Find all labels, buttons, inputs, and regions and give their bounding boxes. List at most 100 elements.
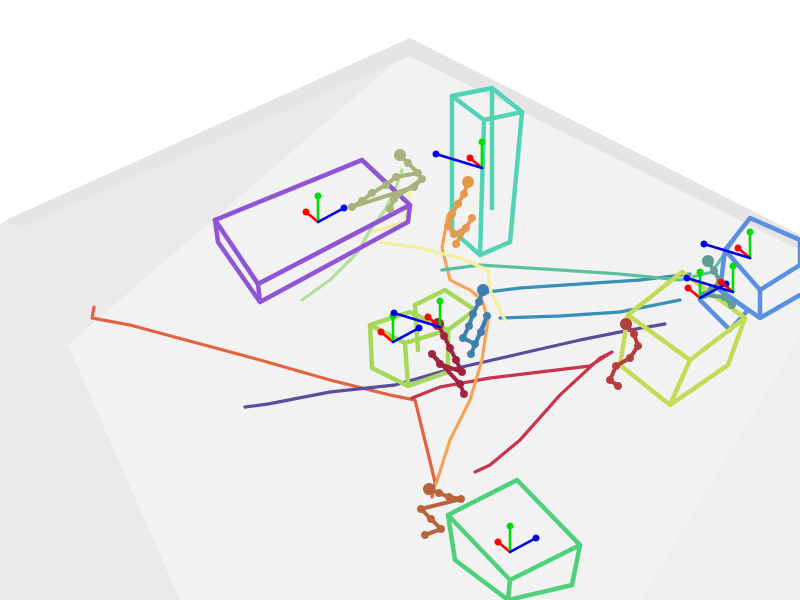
figure-joint bbox=[462, 224, 470, 232]
bounding-box-layer bbox=[212, 85, 800, 600]
figure-joint bbox=[440, 332, 448, 340]
figure-joint bbox=[450, 230, 458, 238]
axis-triad bbox=[377, 312, 423, 344]
figure-joint bbox=[710, 267, 718, 275]
figure-joint bbox=[427, 515, 435, 523]
axis-triad bbox=[700, 228, 754, 260]
trajectory-crimson bbox=[410, 350, 614, 474]
trajectory-navy-purple bbox=[243, 322, 667, 409]
axis-x-tip bbox=[466, 154, 474, 162]
figure-joint bbox=[630, 330, 638, 338]
axis-z-tip bbox=[700, 240, 708, 248]
axis-z bbox=[698, 282, 728, 300]
trajectory-orange-red bbox=[90, 305, 437, 499]
axis-x-tip bbox=[494, 538, 502, 546]
figure-joint bbox=[456, 380, 464, 388]
figure-joint bbox=[386, 205, 394, 213]
axis-z-tip bbox=[415, 324, 423, 332]
figure-joint bbox=[452, 356, 460, 364]
bounding-box-green bbox=[445, 477, 583, 600]
figure-joint bbox=[423, 483, 435, 495]
coordinate-axes-layer bbox=[302, 138, 754, 554]
axis-x-tip bbox=[377, 328, 385, 336]
figure-joint bbox=[614, 382, 622, 390]
figure-joint bbox=[606, 376, 614, 384]
figure-joint bbox=[457, 495, 465, 503]
figure-joint bbox=[382, 181, 390, 189]
axis-triad bbox=[494, 522, 540, 554]
figure-joint bbox=[612, 362, 620, 370]
human-figure-layer bbox=[348, 149, 736, 539]
axis-z-tip bbox=[532, 534, 540, 542]
figure-joint bbox=[436, 360, 444, 368]
figure-joint bbox=[428, 350, 436, 358]
figure-joint bbox=[634, 342, 642, 350]
axis-x-tip bbox=[302, 208, 310, 216]
figure-joint bbox=[446, 344, 454, 352]
figure-joint bbox=[720, 293, 728, 301]
figure-joint bbox=[454, 200, 462, 208]
axis-x-tip bbox=[424, 313, 432, 321]
figure-joint bbox=[410, 183, 418, 191]
axis-x-tip bbox=[684, 284, 692, 292]
figure-joint bbox=[390, 195, 398, 203]
axis-triad bbox=[683, 262, 737, 294]
axis-z bbox=[702, 242, 752, 260]
figure-joint bbox=[460, 190, 468, 198]
figure-joint bbox=[404, 159, 412, 167]
figure-joint bbox=[469, 310, 477, 318]
bounding-box-lime-large bbox=[617, 269, 748, 408]
axis-z-tip bbox=[683, 274, 691, 282]
axis-triad bbox=[432, 138, 486, 170]
axis-z-tip bbox=[340, 204, 348, 212]
axis-triad bbox=[684, 268, 730, 300]
axis-z bbox=[508, 536, 538, 554]
figure-joint bbox=[452, 240, 460, 248]
human-figure-orange-figure bbox=[444, 176, 476, 248]
axis-z bbox=[391, 326, 421, 344]
figure-joint bbox=[417, 505, 425, 513]
figure-joint bbox=[471, 340, 479, 348]
figure-joint bbox=[462, 176, 474, 188]
axis-z bbox=[685, 276, 735, 294]
figure-joint bbox=[392, 173, 400, 181]
figure-joint bbox=[468, 214, 476, 222]
figure-joint bbox=[458, 368, 466, 376]
figure-joint bbox=[702, 255, 714, 267]
figure-joint bbox=[477, 328, 485, 336]
figure-joint bbox=[348, 203, 356, 211]
figure-joint bbox=[620, 318, 632, 330]
axis-y-tip bbox=[314, 192, 322, 200]
human-figure-olive-figure bbox=[348, 149, 426, 213]
figure-joint bbox=[483, 312, 491, 320]
figure-joint bbox=[465, 322, 473, 330]
axis-y-tip bbox=[436, 297, 444, 305]
human-figure-teal-figure bbox=[700, 255, 736, 309]
figure-joint bbox=[459, 334, 467, 342]
figure-joint bbox=[728, 301, 736, 309]
figure-joint bbox=[421, 531, 429, 539]
axis-triad bbox=[302, 192, 348, 224]
axis-z-tip bbox=[390, 309, 398, 317]
axis-y-tip bbox=[506, 522, 514, 530]
bounding-box-purple bbox=[212, 157, 413, 305]
figure-joint bbox=[368, 189, 376, 197]
human-figure-brown-figure bbox=[417, 483, 465, 539]
axis-y-tip bbox=[746, 228, 754, 236]
axis-y-tip bbox=[729, 262, 737, 270]
human-figure-blue-figure bbox=[459, 284, 491, 358]
figure-joint bbox=[414, 169, 422, 177]
figure-joint bbox=[444, 222, 452, 230]
trajectory-light-orange bbox=[434, 213, 490, 486]
axis-z bbox=[434, 152, 484, 170]
axis-triad bbox=[390, 297, 444, 329]
axis-z-tip bbox=[432, 150, 440, 158]
back-wall-right bbox=[68, 38, 800, 600]
figure-joint bbox=[475, 298, 483, 306]
figure-joint bbox=[460, 390, 468, 398]
figure-joint bbox=[435, 489, 443, 497]
axis-z bbox=[316, 206, 346, 224]
figure-joint bbox=[358, 197, 366, 205]
axis-y-tip bbox=[478, 138, 486, 146]
